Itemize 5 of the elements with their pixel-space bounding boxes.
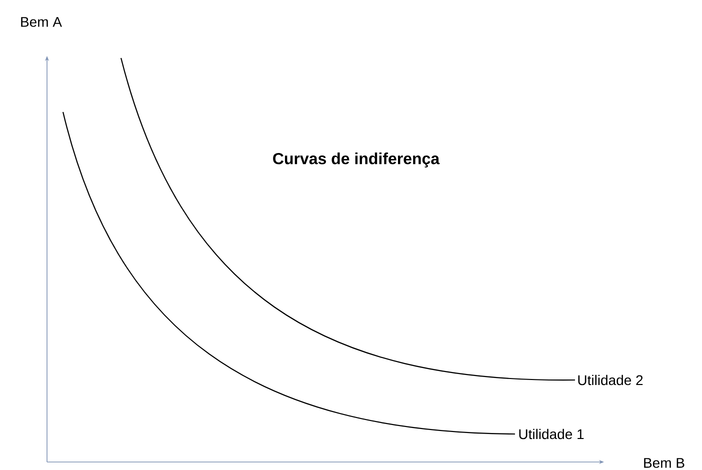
curve-label: Utilidade 1 — [519, 428, 584, 440]
axis-label: Bem A — [21, 17, 62, 27]
curve-label: Utilidade 2 — [578, 374, 643, 386]
axis-label: Bem B — [644, 458, 684, 468]
chart-title: Curvas de indiferença — [273, 152, 440, 168]
